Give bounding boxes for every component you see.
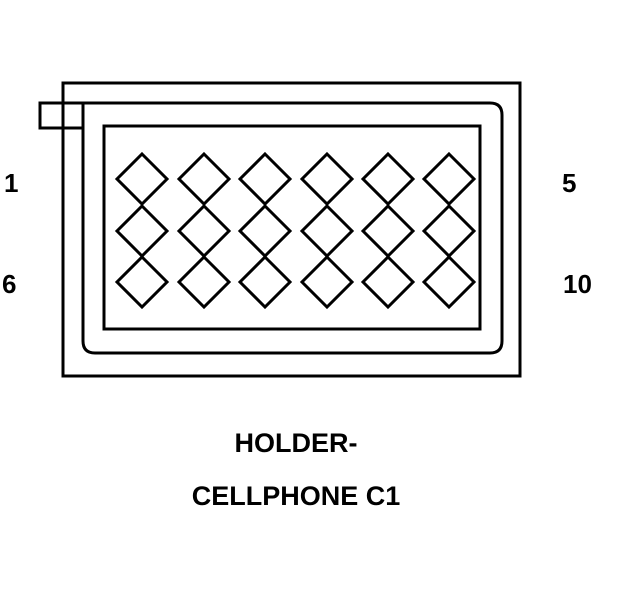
terminal-diamond-r3-c1 <box>114 254 170 310</box>
terminal-diamond-r1-c3 <box>237 151 293 207</box>
terminal-cavity-outline <box>102 124 482 331</box>
terminal-diamond-r2-c5 <box>360 203 416 259</box>
terminal-diamond-r3-c5 <box>360 254 416 310</box>
terminal-diamond-r1-c4 <box>299 151 355 207</box>
terminal-diamond-r1-c6 <box>421 151 477 207</box>
terminal-diamond-r3-c3 <box>237 254 293 310</box>
caption-line-2: CELLPHONE C1 <box>192 481 401 511</box>
terminal-diamond-r3-c6 <box>421 254 477 310</box>
terminal-diamond-r2-c6 <box>421 203 477 259</box>
terminal-diamond-r2-c4 <box>299 203 355 259</box>
terminal-diamond-r1-c5 <box>360 151 416 207</box>
terminal-diamond-r2-c1 <box>114 203 170 259</box>
terminal-diamond-r1-c2 <box>176 151 232 207</box>
terminal-diamond-r2-c3 <box>237 203 293 259</box>
inner-channel-outline <box>38 101 504 355</box>
terminal-diamond-r1-c1 <box>114 151 170 207</box>
caption-line-1: HOLDER- <box>235 428 358 458</box>
pin-label-1: 1 <box>4 168 18 198</box>
pin-label-5: 5 <box>562 168 576 198</box>
pin-label-10: 10 <box>563 269 592 299</box>
connector-housing <box>38 81 522 378</box>
terminal-diamond-r2-c2 <box>176 203 232 259</box>
terminal-diamond-r3-c2 <box>176 254 232 310</box>
outer-housing-outline <box>61 81 522 378</box>
pin-label-6: 6 <box>2 269 16 299</box>
terminal-diamond-r3-c4 <box>299 254 355 310</box>
terminal-diamond-grid <box>114 151 477 310</box>
